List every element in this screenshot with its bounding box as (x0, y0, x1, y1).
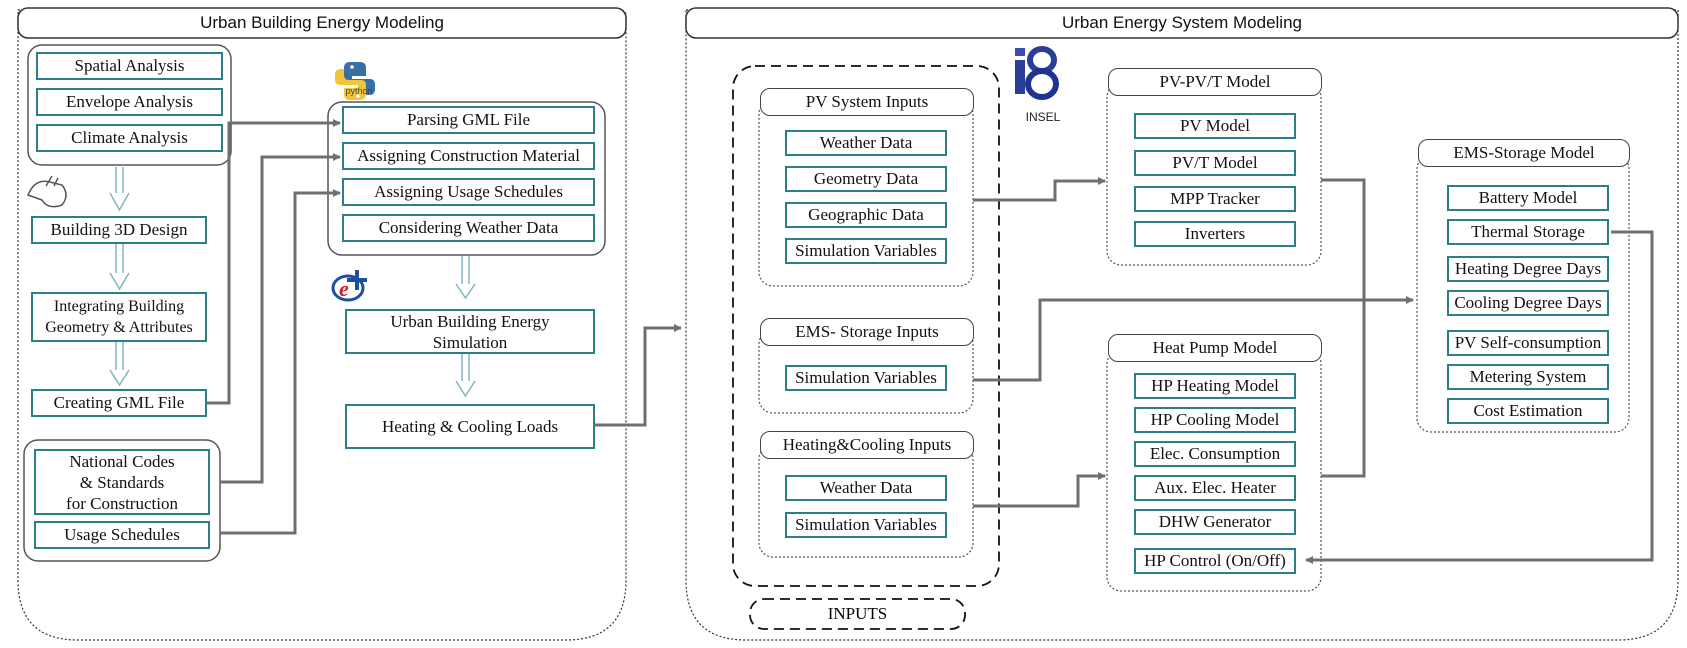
uesm-title: Urban Energy System Modeling (1061, 13, 1302, 32)
weather-data-consider-box: Considering Weather Data (342, 214, 595, 242)
rhino-icon (27, 175, 67, 208)
analysis-group (27, 44, 232, 166)
simulation-line-2: Simulation (432, 332, 508, 352)
aux-heater-item: Aux. Elec. Heater (1134, 475, 1296, 501)
pv-inputs-header: PV System Inputs (760, 88, 974, 116)
ems-inputs-simulation: Simulation Variables (785, 365, 947, 391)
svg-text:e: e (339, 276, 349, 301)
climate-analysis-box: Climate Analysis (36, 124, 223, 152)
simulation-line-1: Urban Building Energy (390, 311, 550, 331)
ubem-title: Urban Building Energy Modeling (200, 13, 444, 32)
pv-inputs-geometry: Geometry Data (785, 166, 947, 192)
uesm-frame (685, 9, 1679, 641)
heating-degree-days-item: Heating Degree Days (1447, 256, 1609, 282)
cooling-degree-days-item: Cooling Degree Days (1447, 290, 1609, 316)
pvt-model-item: PV/T Model (1134, 150, 1296, 176)
dhw-generator-item: DHW Generator (1134, 509, 1296, 535)
inputs-label-box (749, 598, 966, 630)
insel-label: INSEL (1025, 110, 1061, 124)
hc-inputs-to-hp-model-connector (973, 472, 1106, 508)
hc-inputs-simulation: Simulation Variables (785, 512, 947, 538)
hc-inputs-header: Heating&Cooling Inputs (760, 431, 974, 459)
integrating-line-1: Integrating Building (53, 298, 185, 315)
python-logo-icon (335, 62, 375, 100)
uesm-title-bar (685, 7, 1679, 39)
codes-to-material-connector (220, 153, 341, 484)
python-label: python (345, 86, 373, 96)
double-arrow-3 (109, 342, 130, 387)
ems-inputs-header: EMS- Storage Inputs (760, 318, 974, 346)
pv-model-item: PV Model (1134, 113, 1296, 139)
integrating-building-box: Integrating Building Geometry & Attribut… (31, 292, 207, 342)
hp-cooling-item: HP Cooling Model (1134, 407, 1296, 433)
pv-model-to-hp-model-connector (1321, 178, 1366, 478)
hp-model-header: Heat Pump Model (1108, 334, 1322, 362)
pv-self-consumption-item: PV Self-consumption (1447, 330, 1609, 356)
pv-inputs-geographic: Geographic Data (785, 202, 947, 228)
spatial-analysis-box: Spatial Analysis (36, 52, 223, 80)
codes-line-1: National Codes (69, 451, 175, 471)
pv-inputs-to-pv-model-connector (973, 177, 1106, 202)
pv-model-header: PV-PV/T Model (1108, 68, 1322, 96)
inputs-label: INPUTS (827, 604, 888, 623)
ubem-simulation-box: Urban Building Energy Simulation (345, 309, 595, 354)
metering-system-item: Metering System (1447, 364, 1609, 390)
codes-group (23, 439, 221, 562)
mpp-tracker-item: MPP Tracker (1134, 186, 1296, 212)
elec-consumption-item: Elec. Consumption (1134, 441, 1296, 467)
usage-schedules-assign-box: Assigning Usage Schedules (342, 178, 595, 206)
insel-logo-icon (1015, 46, 1059, 100)
ubem-title-bar (17, 7, 627, 39)
double-arrow-2 (109, 244, 130, 291)
ems-inputs-to-ems-model-connector (973, 296, 1414, 382)
double-arrow-1 (109, 167, 130, 212)
hc-inputs-group (758, 444, 974, 558)
ems-model-header: EMS-Storage Model (1418, 139, 1630, 167)
python-group (327, 101, 606, 256)
double-arrow-5 (455, 354, 476, 398)
pv-inputs-simulation: Simulation Variables (785, 238, 947, 264)
thermal-storage-to-hp-control-connector (1305, 230, 1654, 564)
codes-line-3: for Construction (66, 493, 178, 513)
battery-model-item: Battery Model (1447, 185, 1609, 211)
usage-schedules-box: Usage Schedules (34, 521, 210, 549)
hc-inputs-weather: Weather Data (785, 475, 947, 501)
usage-to-schedules-connector (220, 189, 341, 535)
parsing-gml-box: Parsing GML File (342, 106, 595, 134)
heating-cooling-loads-box: Heating & Cooling Loads (345, 404, 595, 449)
hp-heating-item: HP Heating Model (1134, 373, 1296, 399)
envelope-analysis-box: Envelope Analysis (36, 88, 223, 116)
codes-line-2: & Standards (79, 472, 165, 492)
integrating-line-2: Geometry & Attributes (45, 319, 193, 336)
double-arrow-4 (455, 256, 476, 300)
energyplus-logo-icon: e (331, 270, 367, 302)
pv-inputs-weather: Weather Data (785, 130, 947, 156)
cost-estimation-item: Cost Estimation (1447, 398, 1609, 424)
gml-to-parsing-connector (207, 119, 341, 405)
inverters-item: Inverters (1134, 221, 1296, 247)
thermal-storage-item: Thermal Storage (1447, 219, 1609, 245)
creating-gml-box: Creating GML File (31, 389, 207, 417)
construction-material-box: Assigning Construction Material (342, 142, 595, 170)
building-3d-design-box: Building 3D Design (31, 216, 207, 244)
loads-to-uesm-connector (595, 324, 682, 427)
national-codes-box: National Codes & Standards for Construct… (34, 449, 210, 515)
hp-control-item: HP Control (On/Off) (1134, 548, 1296, 574)
